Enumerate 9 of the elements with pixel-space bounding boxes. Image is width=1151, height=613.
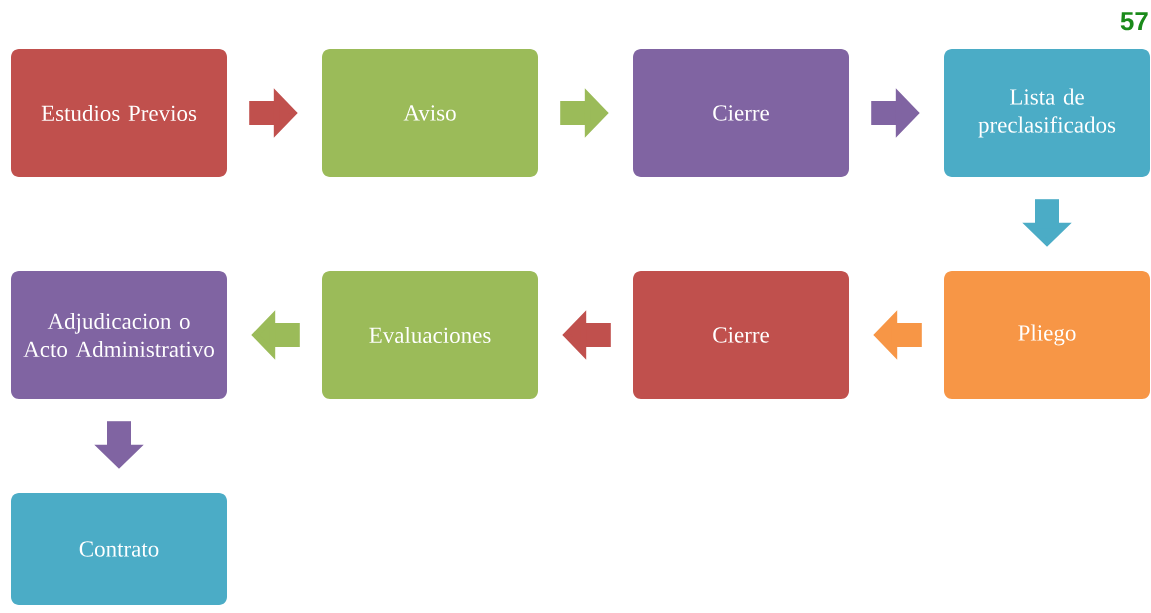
process-box: Cierre <box>633 49 849 177</box>
process-box: Pliego <box>944 271 1150 399</box>
process-box: Lista de preclasificados <box>944 49 1150 177</box>
process-box: Contrato <box>11 493 227 605</box>
process-box: Evaluaciones <box>322 271 538 399</box>
process-box: Cierre <box>633 271 849 399</box>
process-box: Aviso <box>322 49 538 177</box>
process-box: Adjudicacion o Acto Administrativo <box>11 271 227 399</box>
process-box: Estudios Previos <box>11 49 227 177</box>
